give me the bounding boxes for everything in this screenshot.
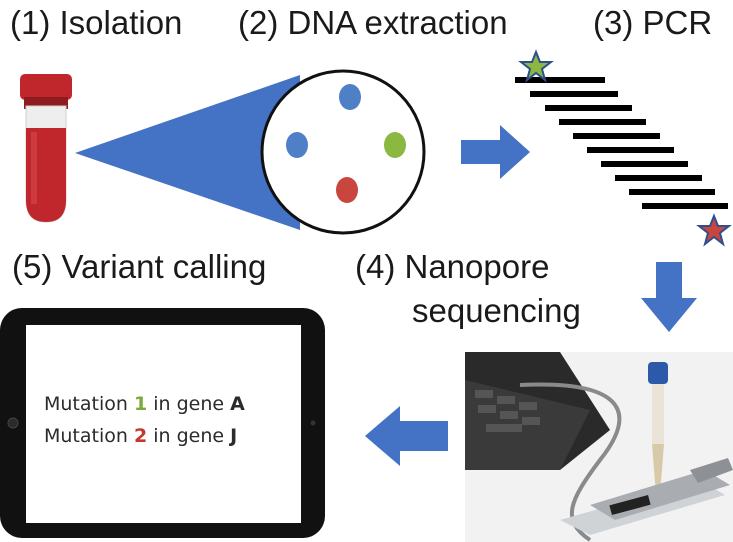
- magnifier-circle: [260, 69, 426, 235]
- step-label-nanopore: (4) Nanopore: [355, 248, 550, 285]
- mutation-number-red: 2: [133, 425, 148, 447]
- arrow-down-icon: [641, 262, 697, 332]
- gene-name: J: [230, 425, 238, 447]
- test-tube-icon: [20, 74, 72, 223]
- step-label-isolation: (1) Isolation: [10, 4, 183, 41]
- dna-dot-red: [336, 177, 358, 203]
- arrow-left-icon: [365, 406, 448, 466]
- gene-name: A: [230, 393, 245, 415]
- mutation-middle: in gene: [147, 425, 231, 447]
- star-icon-red: [696, 213, 732, 247]
- dna-dot-blue-top: [339, 84, 361, 110]
- step-label-dna-extraction: (2) DNA extraction: [238, 4, 508, 41]
- mutation-line-1: Mutation 1 in gene A: [44, 395, 245, 414]
- mutation-prefix: Mutation: [44, 425, 134, 447]
- star-icon-green: [518, 49, 554, 83]
- step-label-pcr: (3) PCR: [593, 4, 713, 41]
- mutation-line-2: Mutation 2 in gene J: [44, 427, 237, 446]
- mutation-middle: in gene: [147, 393, 231, 415]
- mutation-prefix: Mutation: [44, 393, 134, 415]
- mutation-number-green: 1: [133, 393, 148, 415]
- dna-dot-green: [384, 132, 406, 158]
- dna-dot-blue-left: [286, 132, 308, 158]
- laptop-sequencer-photo: [465, 352, 733, 542]
- magnifier-cone: [75, 75, 300, 230]
- step-label-variant-calling: (5) Variant calling: [12, 248, 267, 285]
- arrow-right-icon: [461, 125, 530, 179]
- step-label-sequencing: sequencing: [412, 292, 581, 329]
- pcr-strands: [515, 77, 728, 209]
- tablet-icon: [0, 308, 325, 538]
